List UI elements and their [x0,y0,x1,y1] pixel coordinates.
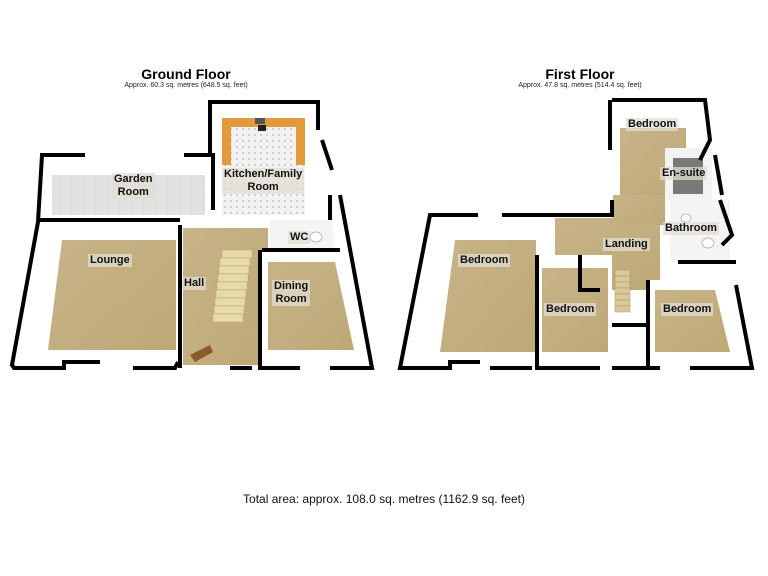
garden-room-label-line2: Room [117,186,149,198]
ensuite-label: En-suite [660,167,708,180]
dining-label-line2: Room [275,293,307,305]
first-floor-walls [397,98,755,370]
first-floor-area: Approx. 47.8 sq. metres (514.4 sq. feet) [518,82,642,89]
kitchen-label-line2: Room [247,181,279,193]
landing-label: Landing [603,238,650,251]
ground-floor-walls [9,100,375,370]
lounge-label: Lounge [88,254,132,267]
kitchen-label: Kitchen/Family Room [222,168,305,194]
hall [183,228,268,365]
garden-room-label-line1: Garden [114,173,153,185]
wc-label: WC [288,231,311,244]
kitchen-label-line1: Kitchen/Family [224,168,303,180]
ground-floor-area: Approx. 60.3 sq. metres (648.5 sq. feet) [124,82,248,89]
bedroom-left-label: Bedroom [458,254,511,267]
dining-room-label: Dining Room [272,280,311,306]
bathroom-label: Bathroom [663,222,719,235]
bedroom-right [648,280,748,368]
total-area: Total area: approx. 108.0 sq. metres (11… [243,492,525,506]
bedroom-right-label: Bedroom [661,303,714,316]
lounge-room [14,222,180,365]
bedroom-left [400,220,540,368]
hall-label: Hall [182,277,207,290]
dining-label-line1: Dining [274,280,309,292]
first-floor-title: First Floor [545,66,615,82]
ground-floor-title: Ground Floor [141,66,231,82]
bedroom-top-label: Bedroom [626,118,679,131]
bedroom-middle-label: Bedroom [544,303,597,316]
garden-room-label: Garden Room [112,173,155,199]
